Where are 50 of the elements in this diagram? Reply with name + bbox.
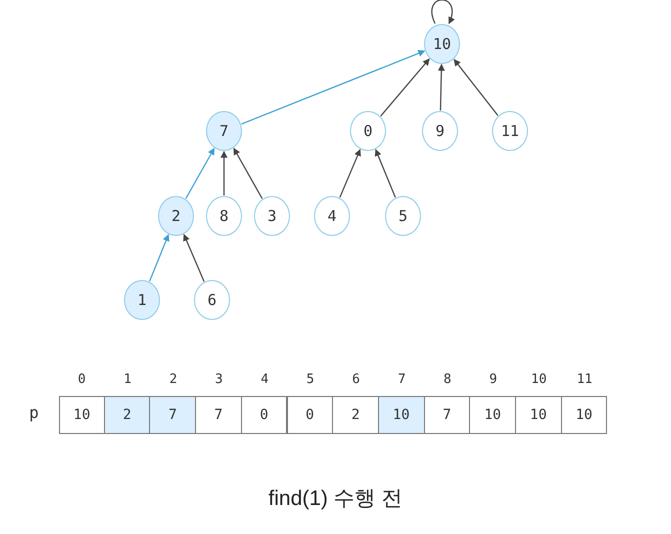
caption: find(1) 수행 전 bbox=[267, 486, 404, 512]
index-label: 2 bbox=[168, 372, 178, 387]
arrow bbox=[220, 150, 228, 196]
array-cell: 7 bbox=[195, 396, 242, 434]
tree-node: 4 bbox=[314, 196, 350, 236]
array-cell: 2 bbox=[104, 396, 150, 434]
tree-node: 11 bbox=[492, 111, 528, 151]
arrow bbox=[185, 148, 215, 199]
tree-node: 5 bbox=[385, 196, 421, 236]
tree-node: 7 bbox=[206, 111, 242, 151]
arrow bbox=[339, 148, 361, 198]
tree-node: 1 bbox=[124, 280, 160, 320]
tree-node: 3 bbox=[254, 196, 290, 236]
index-label: 10 bbox=[530, 372, 548, 387]
array-cell: 7 bbox=[424, 396, 470, 434]
index-label: 9 bbox=[488, 372, 498, 387]
index-label: 6 bbox=[351, 372, 361, 387]
index-label: 7 bbox=[396, 372, 407, 387]
array-cell: 10 bbox=[59, 396, 105, 434]
arrow bbox=[149, 234, 170, 282]
index-label: 3 bbox=[214, 372, 224, 387]
tree-node: 6 bbox=[194, 280, 230, 320]
index-label: 11 bbox=[576, 372, 594, 387]
arrow bbox=[183, 234, 205, 282]
tree-node: 2 bbox=[158, 196, 194, 236]
index-label: 4 bbox=[260, 372, 270, 387]
tree-node: 0 bbox=[350, 111, 386, 151]
index-label: 8 bbox=[442, 372, 452, 387]
arrow bbox=[454, 58, 498, 116]
arrow bbox=[374, 149, 396, 198]
array-name: p bbox=[28, 403, 40, 422]
tree-node: 10 bbox=[424, 24, 460, 64]
array-cell: 2 bbox=[332, 396, 379, 434]
tree-node: 9 bbox=[422, 111, 458, 151]
array-cell: 10 bbox=[378, 396, 425, 434]
array-cell: 7 bbox=[149, 396, 196, 434]
arrow bbox=[233, 148, 263, 199]
array-cell: 10 bbox=[560, 396, 608, 434]
self-loop-arrow bbox=[431, 0, 454, 24]
arrow bbox=[380, 58, 430, 116]
array-cell: 10 bbox=[469, 396, 516, 434]
arrow bbox=[438, 64, 445, 111]
index-label: 0 bbox=[76, 372, 87, 387]
index-label: 1 bbox=[122, 372, 132, 387]
arrow bbox=[241, 50, 426, 125]
index-label: 5 bbox=[305, 372, 316, 387]
tree-node: 8 bbox=[206, 196, 242, 236]
array-cell: 0 bbox=[286, 396, 334, 434]
array-cell: 0 bbox=[240, 396, 288, 434]
array-cell: 10 bbox=[515, 396, 562, 434]
